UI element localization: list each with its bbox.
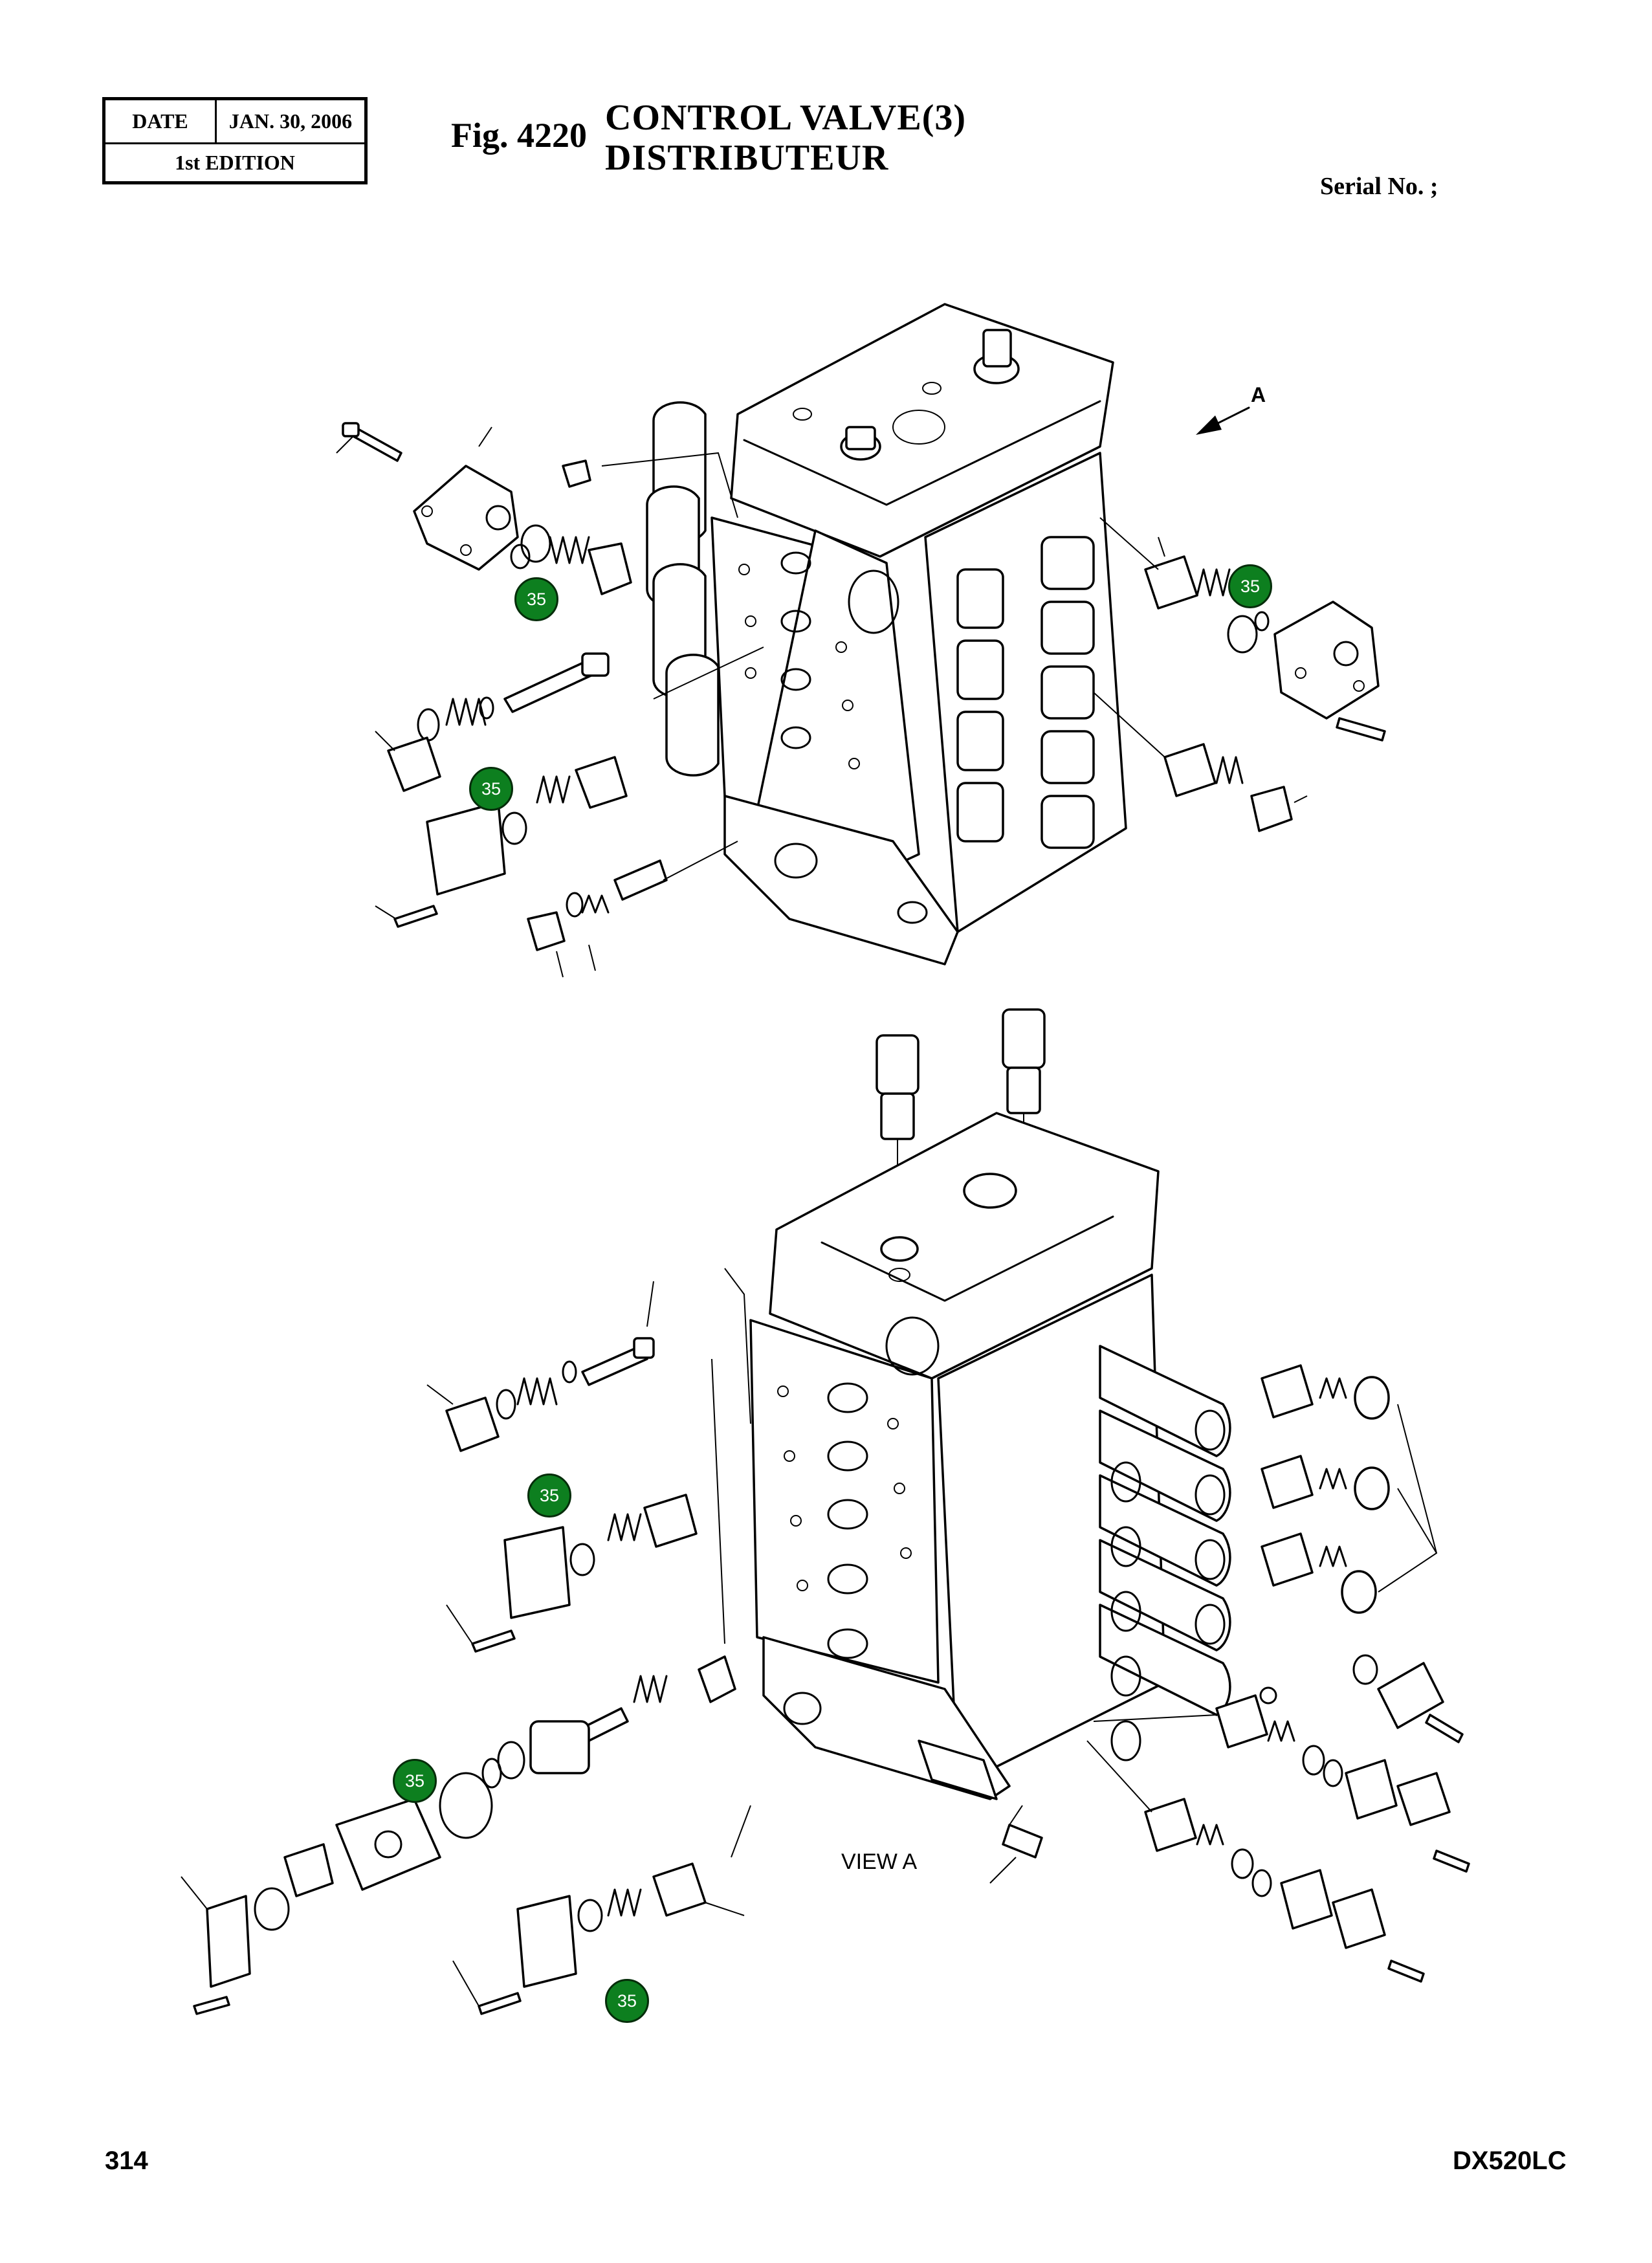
callout-badge: 35 — [469, 767, 513, 811]
date-label: DATE — [105, 100, 217, 142]
lower-right-exploded-parts — [989, 1364, 1470, 1983]
callout-badge: 35 — [393, 1759, 437, 1803]
upper-valve-body — [646, 303, 1127, 966]
callout-badge: 35 — [605, 1979, 649, 2023]
serial-number-label: Serial No. ; — [1320, 173, 1438, 200]
page-number: 314 — [105, 2147, 148, 2175]
lower-valve-body — [749, 1008, 1231, 1800]
figure-number: Fig. 4220 — [451, 116, 587, 155]
cylinder-stack — [1099, 1345, 1231, 1761]
callout-badge: 35 — [1228, 564, 1272, 608]
date-box: DATE JAN. 30, 2006 1st EDITION — [102, 97, 368, 184]
title-english: CONTROL VALVE(3) — [605, 98, 967, 138]
callout-badge: 35 — [527, 1474, 571, 1518]
upper-right-exploded-parts — [1093, 406, 1386, 832]
date-row: DATE JAN. 30, 2006 — [105, 100, 364, 144]
edition-label: 1st EDITION — [175, 151, 295, 174]
title-french: DISTRIBUTEUR — [605, 138, 889, 178]
date-value: JAN. 30, 2006 — [228, 109, 353, 133]
view-direction-label: A — [1251, 383, 1266, 406]
callout-badge: 35 — [514, 577, 558, 621]
view-a-caption: VIEW A — [841, 1849, 918, 1874]
model-name: DX520LC — [1453, 2147, 1567, 2175]
upper-left-exploded-parts — [336, 422, 764, 978]
lower-left-exploded-parts — [181, 1268, 751, 2015]
